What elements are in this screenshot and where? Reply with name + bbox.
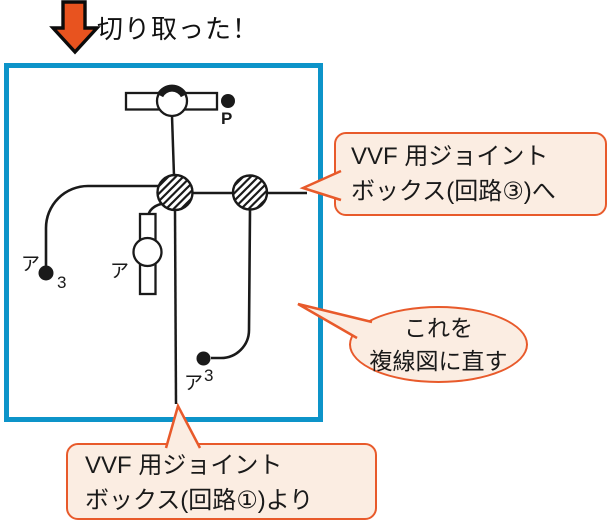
junction-box-left-icon	[156, 173, 194, 212]
callout-from-line1: VVF 用ジョイント	[85, 452, 283, 479]
three-way-switch-left-dot	[38, 265, 54, 281]
cut-caption: 切り取った！	[97, 14, 260, 44]
three-way-switch-right-dot	[196, 351, 211, 366]
fluorescent-light-symbol-top	[124, 84, 219, 118]
three-way-switch-left-label: ア	[21, 254, 40, 275]
callout-from-joint-box: VVF 用ジョイント ボックス(回路①)より	[66, 443, 377, 520]
callout-convert-line1: これを	[404, 315, 473, 341]
cut-down-arrow-icon	[49, 0, 101, 55]
three-way-switch-right-ways: 3	[204, 366, 213, 385]
callout-to-line2: ボックス(回路③)へ	[351, 178, 556, 205]
wire-to-right-switch	[211, 209, 252, 360]
three-way-switch-left-ways: 3	[57, 273, 66, 292]
fluorescent-light-symbol-vertical	[132, 212, 163, 296]
wire-light-to-box	[170, 115, 176, 177]
callout-convert-line2: 複線図に直す	[369, 348, 508, 374]
cutout-frame	[4, 63, 323, 422]
pull-switch-dot	[221, 94, 235, 108]
three-way-switch-right-label: ア	[184, 373, 203, 394]
callout-to-line1: VVF 用ジョイント	[351, 143, 549, 170]
lamp-label: ア	[110, 261, 129, 282]
callout-from-line2: ボックス(回路①)より	[85, 487, 314, 514]
pull-switch-label: P	[221, 109, 232, 128]
wire-to-left-switch	[44, 184, 160, 266]
wire-to-bottom-joint-box	[173, 209, 178, 405]
callout-convert-note: これを 複線図に直す	[349, 306, 528, 383]
callout-to-joint-box: VVF 用ジョイント ボックス(回路③)へ	[334, 132, 607, 216]
junction-box-right-icon	[231, 174, 269, 211]
